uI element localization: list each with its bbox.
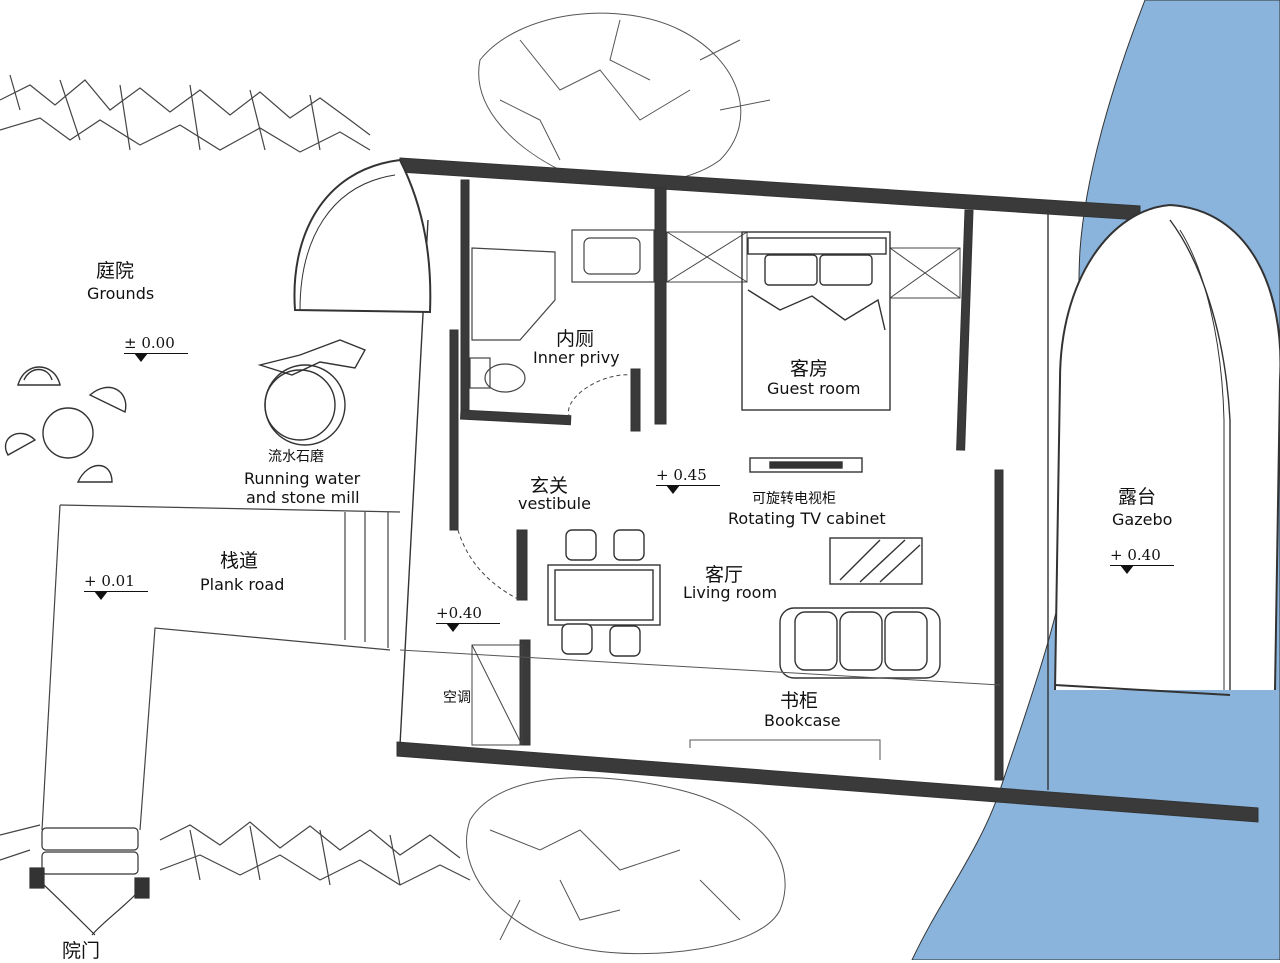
shrubs-top — [0, 74, 371, 153]
elevation-plank-text: + 0.01 — [84, 572, 135, 590]
gate-zh: 院门 — [62, 940, 101, 962]
elevation-gazebo: + 0.40 — [1110, 546, 1174, 574]
bathroom-fixtures — [469, 229, 655, 393]
living-zh: 客厅 — [705, 564, 744, 586]
tv-zh: 可旋转电视柜 — [752, 491, 836, 507]
vestibule-en: vestibule — [518, 494, 591, 513]
plank-zh: 栈道 — [220, 550, 259, 572]
stone-mill — [257, 339, 366, 446]
privy-zh: 内厕 — [556, 328, 595, 350]
plank-road — [41, 504, 401, 831]
elevation-entry: +0.40 — [436, 604, 500, 632]
privy-en: Inner privy — [533, 348, 620, 367]
elevation-interior-text: + 0.45 — [656, 466, 707, 484]
grounds-zh: 庭院 — [96, 260, 135, 282]
grounds-en: Grounds — [87, 284, 155, 303]
gazebo-zh: 露台 — [1118, 486, 1157, 508]
elevation-grounds: ± 0.00 — [124, 334, 188, 362]
elevation-gazebo-text: + 0.40 — [1110, 546, 1161, 564]
tree-bottom — [466, 777, 786, 955]
guest-zh: 客房 — [790, 358, 829, 380]
patio-table — [4, 366, 127, 483]
east-arch — [1054, 203, 1280, 691]
elevation-grounds-text: ± 0.00 — [124, 334, 175, 352]
rug — [829, 537, 923, 585]
bookcase — [399, 649, 1001, 760]
elevation-plank: + 0.01 — [84, 572, 148, 600]
aircon-unit — [471, 644, 523, 746]
elevation-entry-text: +0.40 — [436, 604, 482, 622]
guest-en: Guest room — [767, 379, 861, 398]
mill-en-1: Running water — [244, 469, 361, 488]
gazebo-en: Gazebo — [1112, 510, 1173, 529]
living-en: Living room — [683, 583, 778, 602]
dining-table — [547, 529, 661, 657]
vestibule-zh: 玄关 — [530, 475, 569, 497]
aircon-zh: 空调 — [443, 690, 471, 706]
bookcase-zh: 书柜 — [780, 690, 819, 712]
mill-en-2: and stone mill — [246, 488, 360, 507]
plank-en: Plank road — [200, 575, 285, 594]
shrubs-bottom — [0, 821, 471, 886]
building-walls — [396, 157, 1259, 823]
tv-cabinet — [749, 457, 863, 473]
sofa — [779, 607, 941, 679]
tv-en: Rotating TV cabinet — [728, 509, 886, 528]
bed — [741, 231, 891, 411]
elevation-interior: + 0.45 — [656, 466, 720, 494]
gate-steps — [29, 827, 150, 936]
bookcase-en: Bookcase — [764, 711, 841, 730]
west-arch — [293, 158, 432, 314]
mill-zh: 流水石磨 — [268, 449, 324, 465]
tree-top — [478, 12, 771, 185]
